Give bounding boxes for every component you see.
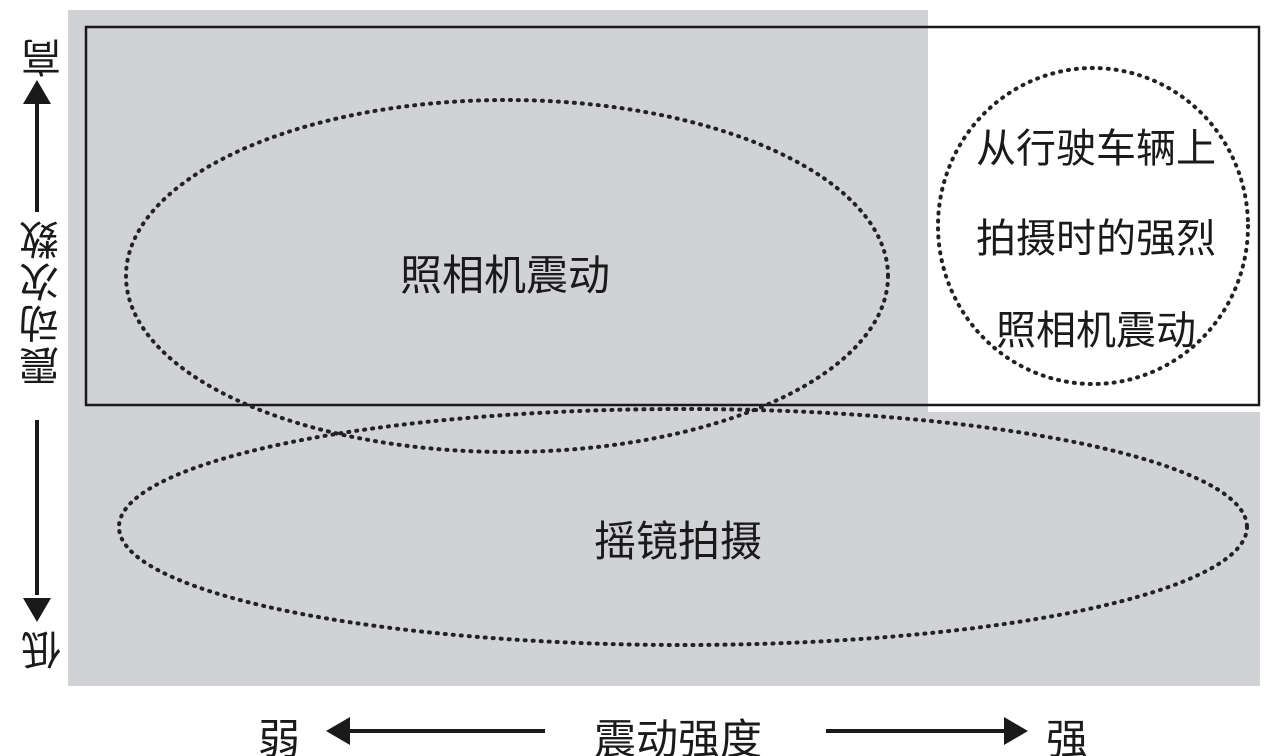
strong-shake-label-line-3: 照相机震动 <box>996 308 1196 354</box>
y-axis-title: 震动次数 <box>20 218 66 386</box>
camera-shake-label: 照相机震动 <box>400 251 611 300</box>
x-axis-strong-label: 强 <box>1046 715 1089 756</box>
frequent-shake-box <box>84 25 1261 407</box>
shaded-region-top <box>68 10 928 420</box>
panning-label: 摇镜拍摄 <box>594 517 763 566</box>
panning-ellipse <box>117 407 1249 647</box>
strong-shake-circle <box>936 66 1250 386</box>
y-axis-high-label: 高 <box>22 36 68 78</box>
y-axis-low-label: 低 <box>22 628 68 670</box>
x-axis-weak-label: 弱 <box>258 715 301 756</box>
x-axis-right-arrowhead <box>1004 717 1028 745</box>
camera-shake-ellipse <box>124 98 890 454</box>
y-axis-down-arrowhead <box>23 598 51 622</box>
y-axis-up-arrowhead <box>23 80 51 104</box>
strong-shake-label-line-1: 从行驶车辆上 <box>976 126 1216 172</box>
x-axis-left-arrowhead <box>326 717 350 745</box>
shaded-region-bottom <box>68 412 1260 686</box>
strong-shake-label-line-2: 拍摄时的强烈 <box>976 216 1216 262</box>
x-axis-title: 震动强度 <box>594 715 763 756</box>
